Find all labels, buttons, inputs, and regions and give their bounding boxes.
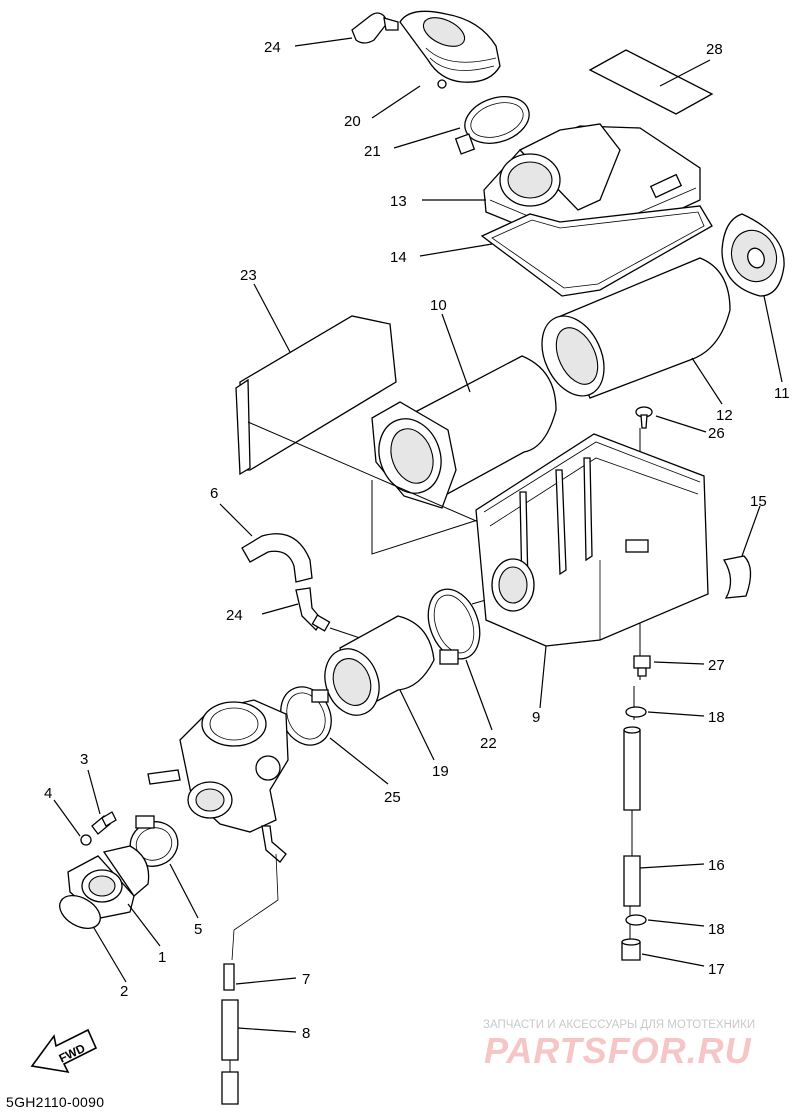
part-intake-duct bbox=[399, 10, 501, 89]
callout-15: 15 bbox=[750, 493, 767, 510]
part-air-box bbox=[475, 433, 709, 647]
callout-23: 23 bbox=[240, 267, 257, 284]
callout-21: 21 bbox=[364, 143, 381, 160]
callout-4: 4 bbox=[44, 785, 52, 802]
callout-14: 14 bbox=[390, 249, 407, 266]
callout-27: 27 bbox=[708, 657, 725, 674]
part-label-sticker bbox=[588, 49, 714, 115]
callout-13: 13 bbox=[390, 193, 407, 210]
part-o-ring bbox=[59, 894, 101, 930]
part-vent-fitting-top bbox=[351, 12, 399, 44]
callout-numbers: 24 28 20 21 13 14 23 10 11 12 26 6 15 24… bbox=[44, 39, 790, 1042]
part-drain-bolt bbox=[633, 655, 651, 677]
part-screw-26 bbox=[635, 406, 653, 429]
part-drain-hose-8 bbox=[221, 999, 239, 1105]
callout-24-top: 24 bbox=[264, 39, 281, 56]
callout-12: 12 bbox=[716, 407, 733, 424]
forward-arrow-icon bbox=[30, 1028, 98, 1074]
callout-16: 16 bbox=[708, 857, 725, 874]
callout-6: 6 bbox=[210, 485, 218, 502]
part-gasket bbox=[480, 205, 713, 297]
leader-lines bbox=[53, 37, 783, 1033]
part-drain-plug bbox=[621, 938, 641, 961]
part-shield-panel bbox=[235, 315, 397, 476]
callout-22: 22 bbox=[480, 735, 497, 752]
callout-11: 11 bbox=[774, 385, 790, 402]
callout-5: 5 bbox=[194, 921, 202, 938]
callout-2: 2 bbox=[120, 983, 128, 1000]
part-hose-clip-lower bbox=[625, 914, 647, 926]
part-vent-fitting-mid bbox=[295, 587, 331, 632]
part-hose-clip-upper bbox=[625, 706, 647, 718]
part-end-cap bbox=[721, 213, 785, 297]
part-bolt-3 bbox=[91, 811, 117, 835]
callout-7: 7 bbox=[302, 971, 310, 988]
part-filter-frame bbox=[371, 355, 557, 509]
callout-3: 3 bbox=[80, 751, 88, 768]
callout-20: 20 bbox=[344, 113, 361, 130]
part-clamp-22 bbox=[427, 588, 481, 665]
part-clip-15 bbox=[722, 555, 752, 599]
callout-18-upper: 18 bbox=[708, 709, 725, 726]
callout-28: 28 bbox=[706, 41, 723, 58]
part-filter-element bbox=[541, 257, 731, 399]
forward-direction-badge: FWD bbox=[30, 1028, 98, 1074]
part-joint-boot bbox=[324, 615, 435, 716]
callout-18-lower: 18 bbox=[708, 921, 725, 938]
callout-8: 8 bbox=[302, 1025, 310, 1042]
callout-9: 9 bbox=[532, 709, 540, 726]
callout-26: 26 bbox=[708, 425, 725, 442]
callout-10: 10 bbox=[430, 297, 447, 314]
part-clamp-21 bbox=[454, 96, 530, 155]
diagram-code: 5GH2110-0090 bbox=[6, 1094, 105, 1110]
part-breather-hose bbox=[241, 533, 313, 583]
watermark-logo: PARTSFOR.RU bbox=[484, 1030, 752, 1071]
callout-19: 19 bbox=[432, 763, 449, 780]
callout-17: 17 bbox=[708, 961, 725, 978]
callout-24-mid: 24 bbox=[226, 607, 243, 624]
callout-25: 25 bbox=[384, 789, 401, 806]
part-fitting-7 bbox=[223, 963, 235, 991]
callout-1: 1 bbox=[158, 949, 166, 966]
watermark-tagline: ЗАПЧАСТИ И АКСЕССУАРЫ ДЛЯ МОТОТЕХНИКИ bbox=[483, 1019, 756, 1031]
part-drain-hose-16 bbox=[623, 726, 641, 907]
part-carburetor bbox=[147, 699, 289, 961]
part-washer-4 bbox=[80, 834, 92, 846]
